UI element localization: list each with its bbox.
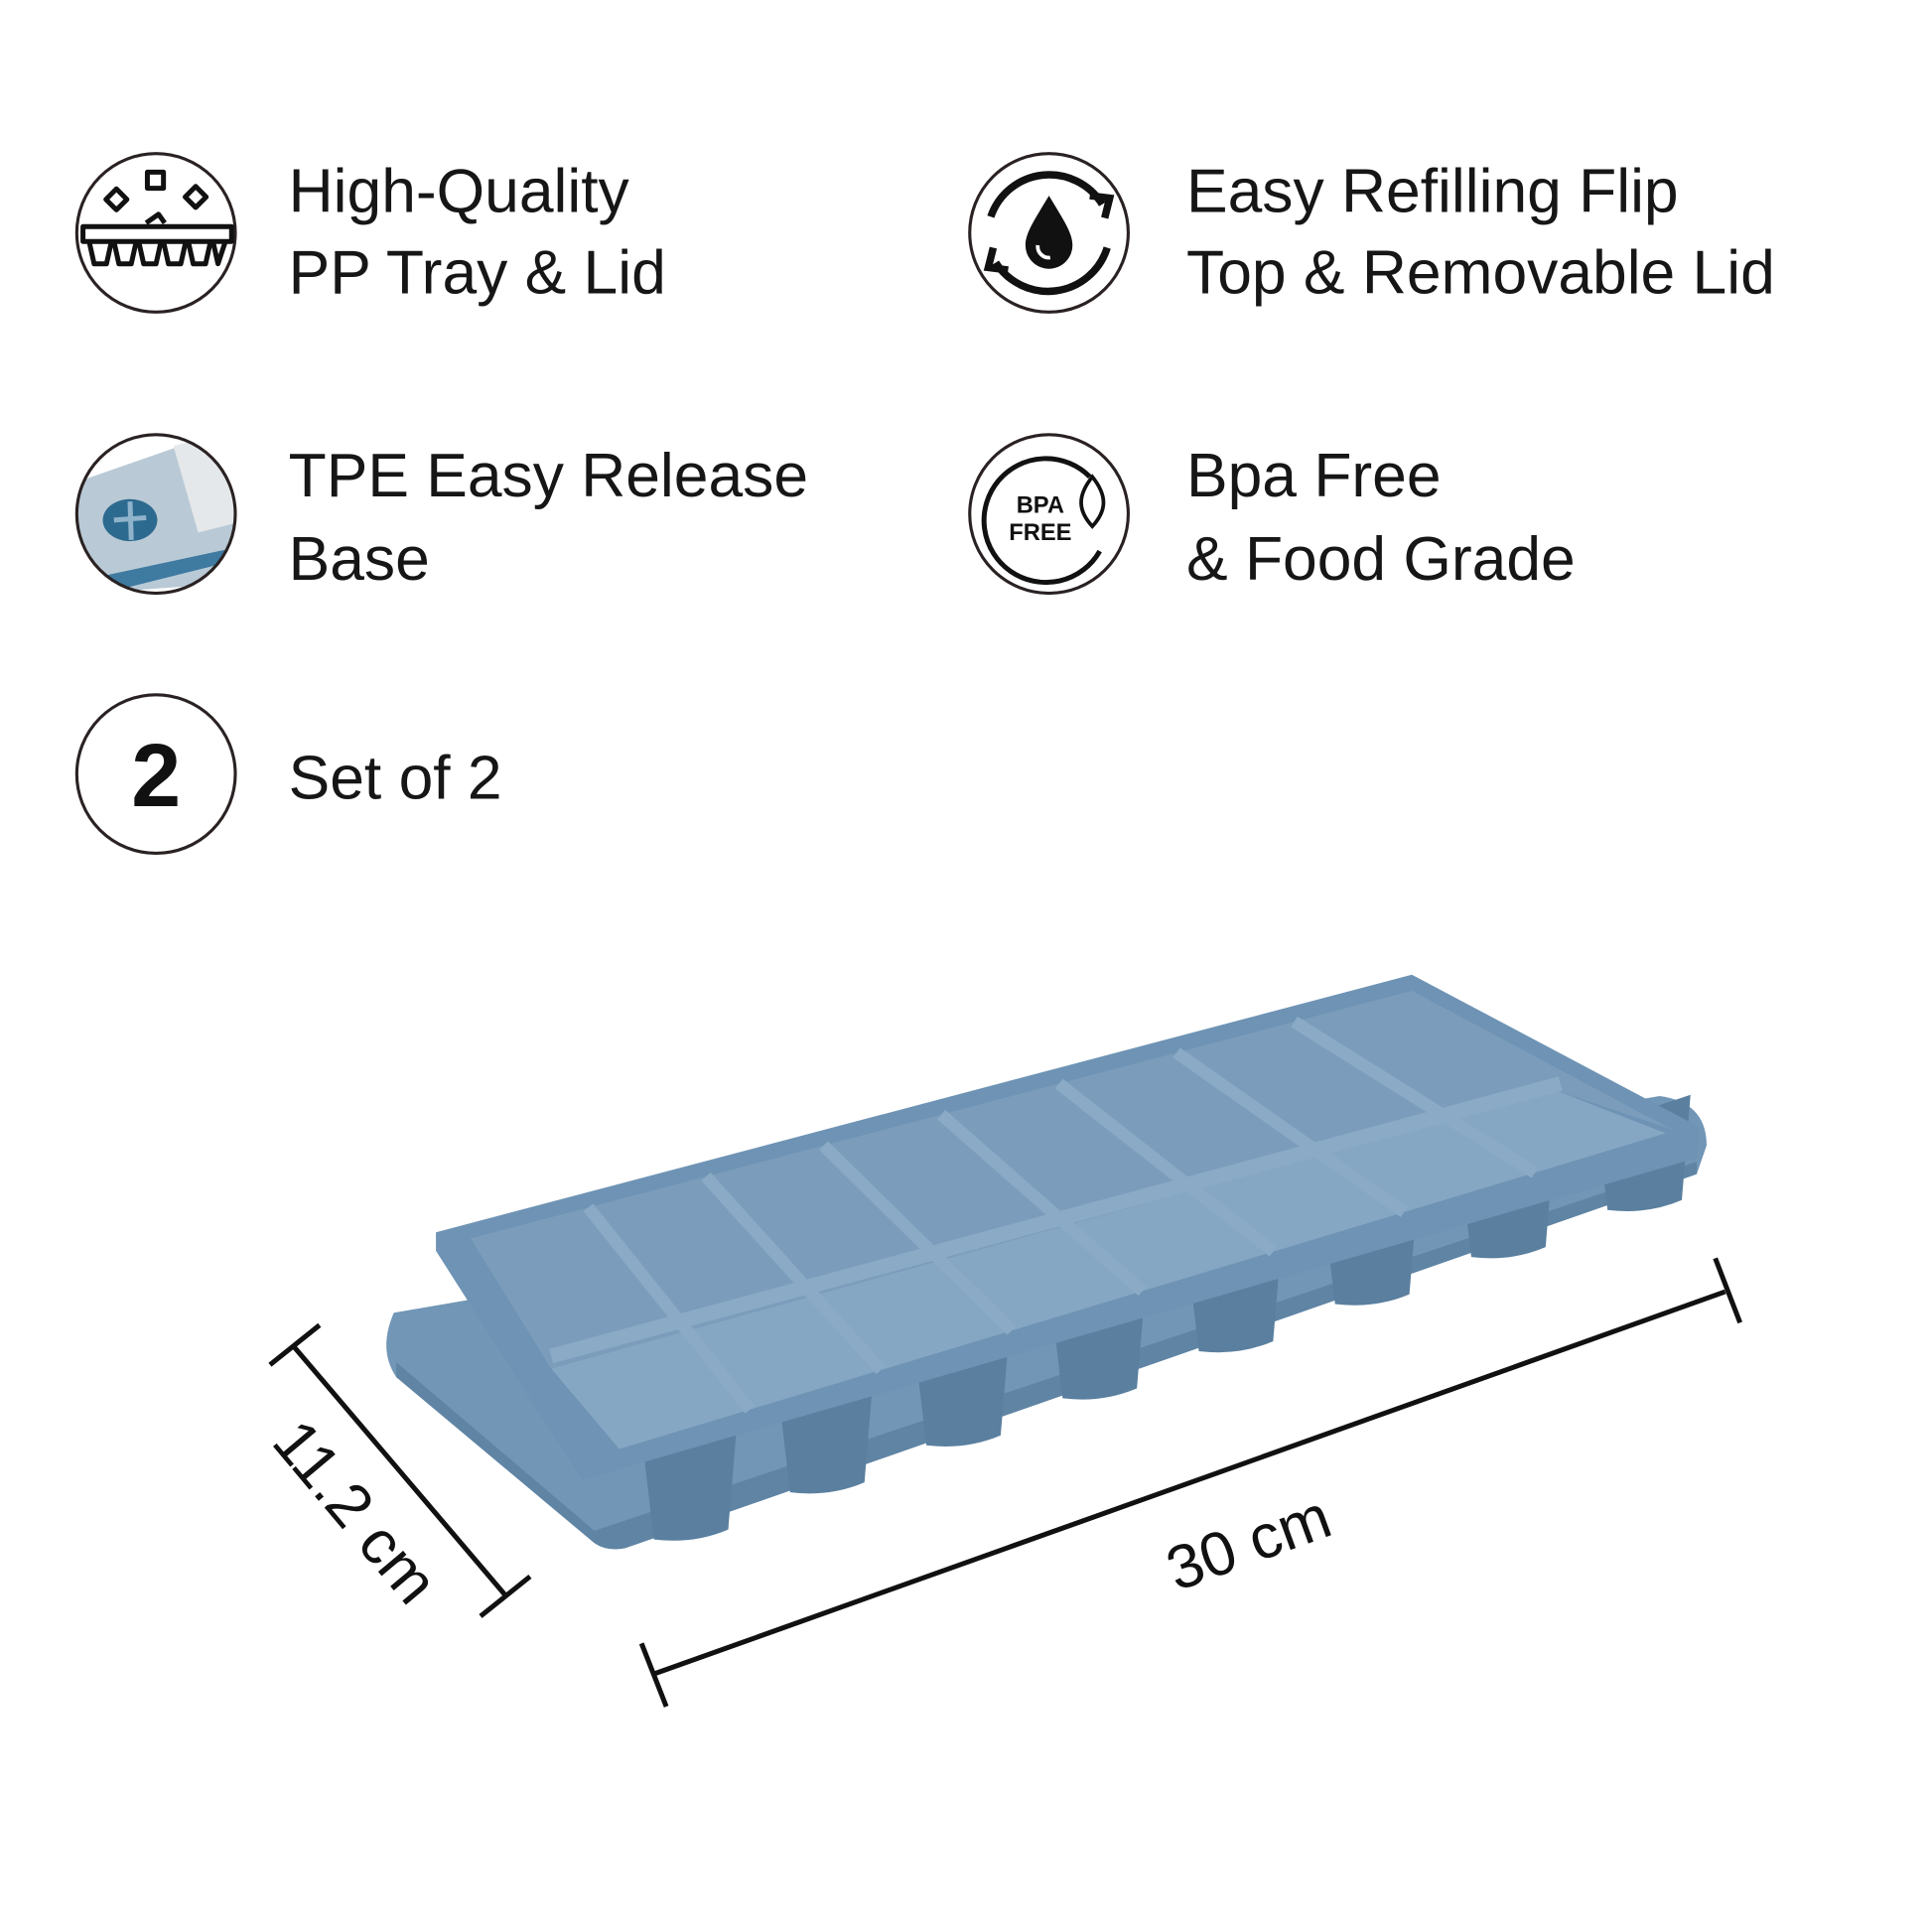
feature-line: Base — [289, 525, 430, 594]
bpa-badge-text: BPA — [1017, 492, 1064, 518]
length-label: 30 cm — [1158, 1482, 1339, 1604]
cell-divider — [701, 1172, 886, 1375]
center-divider — [549, 1076, 1563, 1364]
cell-divider — [583, 1203, 756, 1414]
cell-divider — [819, 1141, 1017, 1335]
number-two-icon: 2 — [131, 727, 181, 826]
cell-divider — [1291, 1016, 1539, 1178]
free-badge-text: FREE — [1009, 520, 1071, 546]
width-label: 11.2 cm — [259, 1408, 450, 1617]
feature-bpa-free: BPA FREE Bpa Free & Food Grade — [968, 433, 1576, 596]
feature-line: Set of 2 — [289, 745, 502, 813]
refill-cycle-icon — [983, 171, 1115, 296]
feature-line: Easy Refilling Flip — [1186, 157, 1679, 225]
bpa-free-icon: BPA FREE — [981, 456, 1106, 586]
feature-easy-refill: Easy Refilling Flip Top & Removable Lid — [968, 152, 1775, 314]
cell-divider — [1054, 1078, 1278, 1257]
feature-line: Bpa Free — [1186, 442, 1442, 510]
feature-tpe-base: TPE Easy Release Base — [74, 433, 808, 596]
ice-tray-icon — [80, 169, 234, 267]
feature-high-quality: High-Quality PP Tray & Lid — [74, 152, 666, 314]
tray-cell-dividers — [549, 1016, 1563, 1414]
feature-line: TPE Easy Release — [289, 442, 808, 510]
feature-line: Top & Removable Lid — [1186, 239, 1775, 308]
feature-line: PP Tray & Lid — [289, 239, 666, 308]
feature-set-of-2: 2 Set of 2 — [74, 693, 502, 856]
feature-line: & Food Grade — [1186, 525, 1576, 594]
cell-divider — [1173, 1047, 1408, 1218]
feature-line: High-Quality — [289, 157, 630, 225]
ice-tray-illustration — [386, 974, 1707, 1550]
release-base-photo-icon — [77, 436, 234, 593]
cell-divider — [936, 1110, 1147, 1297]
